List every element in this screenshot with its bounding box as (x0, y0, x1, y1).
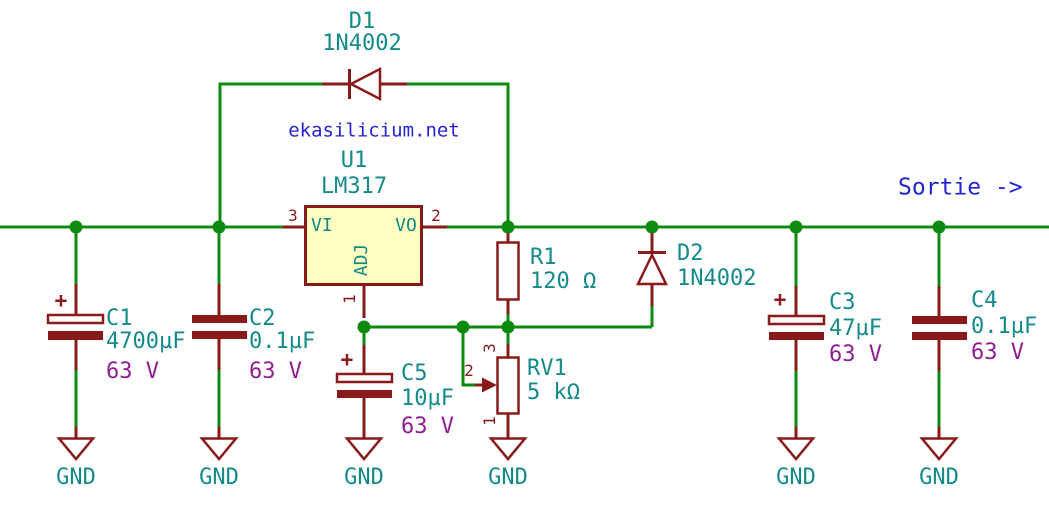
u1-body (304, 205, 423, 286)
r1-value: 120 Ω (530, 269, 597, 294)
junction-dots (69, 220, 946, 334)
rv1-pin3-number: 3 (480, 343, 499, 353)
d1-reference: D1 (348, 9, 376, 34)
gnd-icon (344, 437, 384, 461)
rv1-value: 5 kΩ (527, 380, 580, 405)
c2-voltage: 63 V (249, 359, 302, 384)
rv1-potentiometer-body (482, 356, 520, 415)
c2-reference: C2 (249, 306, 276, 331)
c3-plus-icon: + (773, 287, 787, 312)
u1-reference: U1 (340, 148, 368, 173)
pin-stubs-red (74, 82, 941, 439)
gnd-label: GND (919, 465, 959, 490)
gnd-label: GND (56, 465, 96, 490)
gnd-icon (488, 437, 528, 461)
gnd-label: GND (488, 465, 528, 490)
gnd-label: GND (776, 465, 816, 490)
d2-value: 1N4002 (677, 266, 757, 291)
c4-capacitor-plates (912, 316, 967, 340)
d2-diode-symbol (636, 251, 668, 286)
u1-pin-adj-name: ADJ (351, 243, 372, 277)
c4-reference: C4 (971, 288, 998, 313)
u1-pin3-number: 3 (288, 206, 298, 225)
c1-voltage: 63 V (106, 359, 159, 384)
gnd-icon (776, 437, 816, 461)
rv1-pin2-number: 2 (464, 361, 474, 380)
u1-pin-vo-name: VO (395, 215, 417, 236)
gnd-label: GND (344, 465, 384, 490)
c1-plus-icon: + (54, 288, 68, 313)
r1-reference: R1 (530, 245, 557, 270)
c5-voltage: 63 V (401, 414, 454, 439)
gnd-label: GND (199, 465, 239, 490)
rv1-wiper-arrow-icon (482, 377, 497, 393)
c3-value: 47µF (829, 316, 882, 341)
u1-pin-vi-name: VI (311, 215, 333, 236)
gnd-icon (56, 437, 96, 461)
watermark-text: ekasilicium.net (288, 119, 460, 142)
c5-plus-icon: + (340, 347, 354, 372)
c5-capacitor-plates (335, 372, 394, 398)
gnd-icon (919, 437, 959, 461)
u1-pin1-number: 1 (340, 294, 359, 304)
c1-value: 4700µF (106, 329, 186, 354)
u1-value: LM317 (320, 174, 388, 199)
c3-voltage: 63 V (829, 342, 882, 367)
c2-capacitor-plates (192, 315, 247, 339)
c3-capacitor-plates (767, 314, 826, 340)
gnd-triangles (56, 437, 959, 461)
gnd-icon (199, 437, 239, 461)
u1-pin2-number: 2 (431, 206, 441, 225)
c1-reference: C1 (106, 306, 133, 331)
d1-diode-symbol (348, 66, 382, 102)
d2-reference: D2 (677, 241, 704, 266)
c4-value: 0.1µF (971, 314, 1038, 339)
rv1-pin1-number: 1 (480, 416, 499, 426)
c2-value: 0.1µF (249, 329, 316, 354)
c5-value: 10µF (401, 386, 454, 411)
c3-reference: C3 (829, 290, 856, 315)
c4-voltage: 63 V (971, 340, 1024, 365)
d1-value: 1N4002 (322, 31, 402, 56)
output-label: Sortie -> (898, 174, 1023, 201)
c5-reference: C5 (401, 361, 428, 386)
c1-capacitor-plates (46, 313, 105, 340)
r1-resistor-body (496, 241, 520, 301)
rv1-reference: RV1 (527, 356, 567, 381)
